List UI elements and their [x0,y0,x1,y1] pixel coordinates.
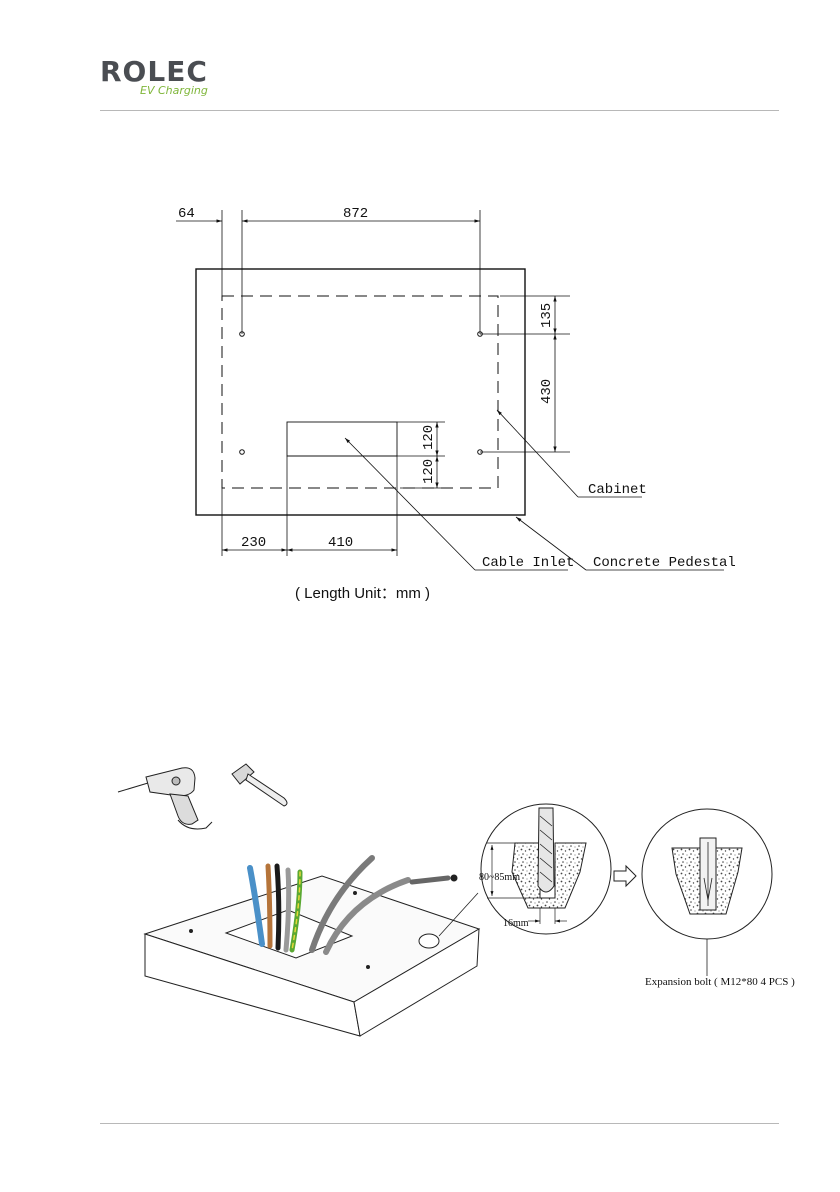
dimension-64: 64 [178,206,195,222]
expansion-bolt-detail [642,809,772,976]
hammer-icon [232,764,287,806]
concrete-pedestal-outline [196,269,525,515]
dimension-872: 872 [343,206,368,222]
dimension-410: 410 [328,535,353,551]
dimension-135: 135 [539,303,555,328]
pedestal-block-illustration [145,876,479,1036]
cable-inlet-box [287,422,397,456]
foundation-plan-drawing [176,210,724,570]
length-unit-note: ( Length Unit：mm ) [295,585,430,602]
cabinet-outline [222,296,498,488]
dimension-430: 430 [539,379,555,404]
hole-depth-label: 80~85mm [479,872,520,883]
label-concrete-pedestal: Concrete Pedestal [593,555,736,571]
drill-icon [118,768,212,829]
dimension-230: 230 [241,535,266,551]
drill-hole-detail [481,804,611,934]
label-cable-inlet: Cable Inlet [482,555,574,571]
expansion-bolt-label: Expansion bolt ( M12*80 4 PCS ) [645,976,795,988]
dimension-120-lower: 120 [421,459,437,484]
label-cabinet: Cabinet [588,482,647,498]
hole-width-label: 16mm [503,918,529,929]
dimension-120-upper: 120 [421,425,437,450]
cable-connector-icon [451,875,458,882]
next-step-arrow-icon [614,866,636,886]
mounting-hole [240,450,245,455]
